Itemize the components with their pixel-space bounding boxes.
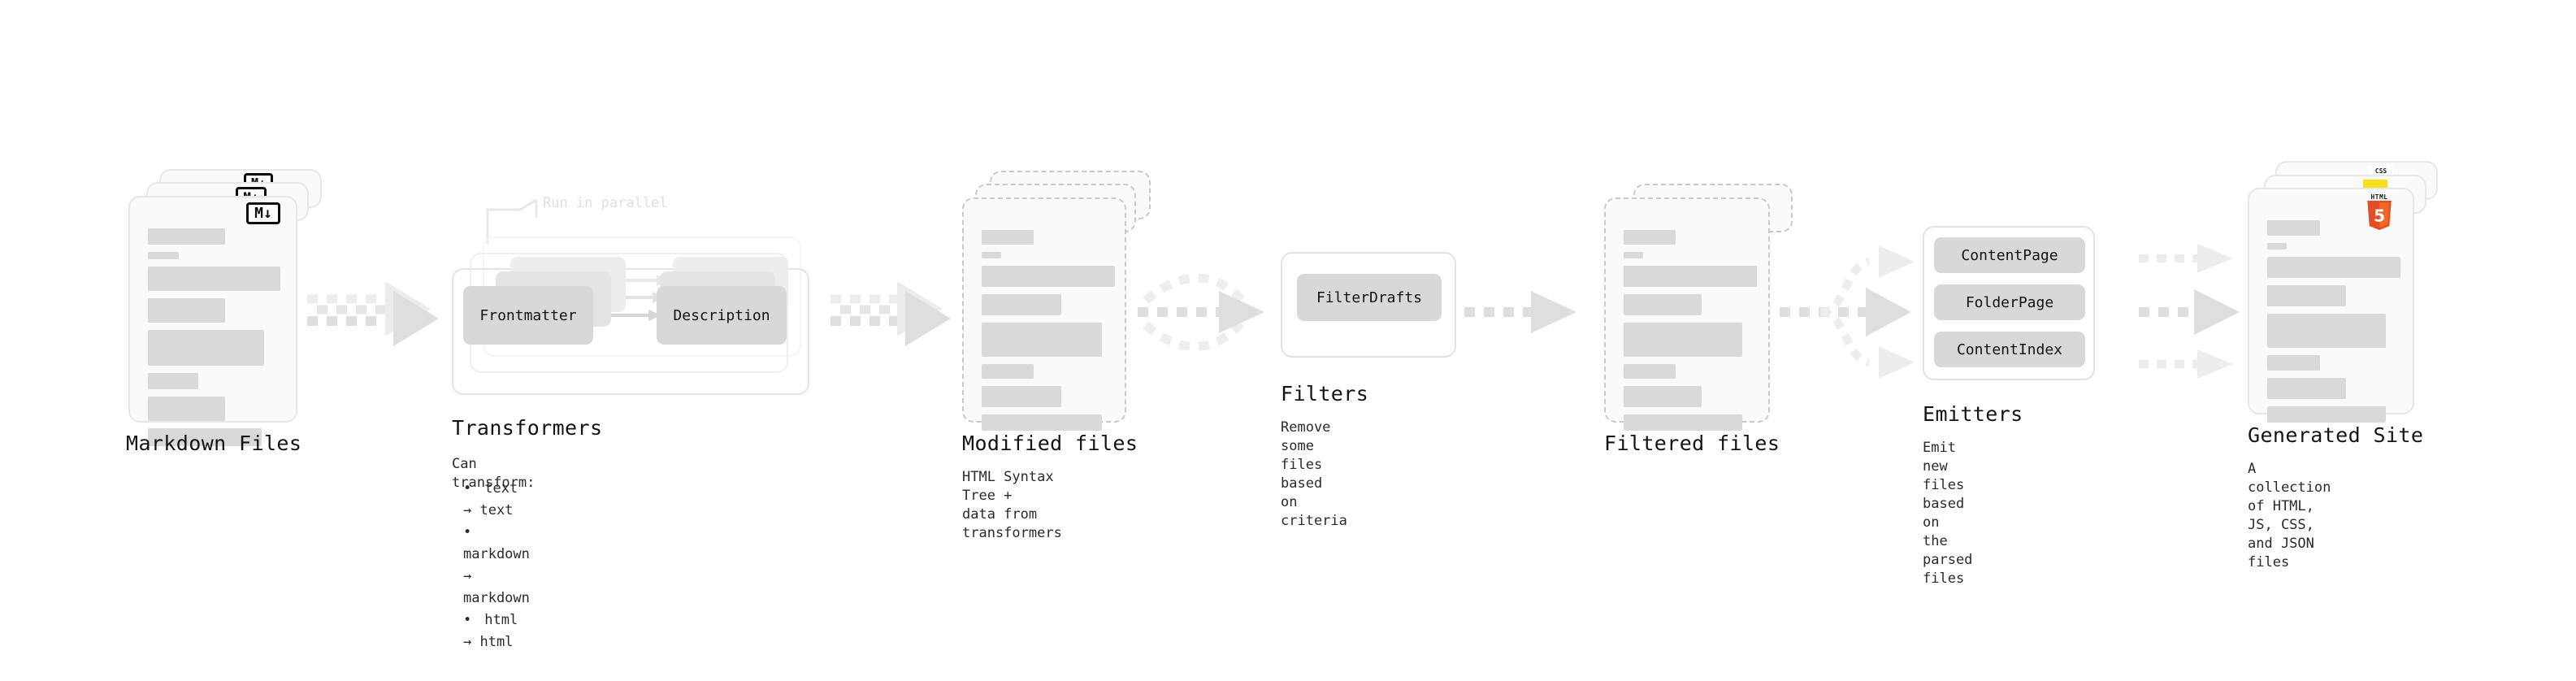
- list-item-label: markdown → markdown: [463, 546, 530, 606]
- bullet-icon: •: [463, 612, 472, 628]
- stage-title-generated-site: Generated Site: [2248, 423, 2424, 447]
- placeholder-bar: [2267, 406, 2386, 423]
- description-chip-label: Description: [673, 306, 770, 324]
- arrow-filtered-to-emitters: [1780, 245, 1915, 379]
- bullet-icon: •: [463, 524, 472, 540]
- placeholder-bar: [2267, 257, 2400, 278]
- placeholder-bar: [148, 228, 225, 245]
- placeholder-bar: [1624, 364, 1676, 379]
- contentindex-chip[interactable]: ContentIndex: [1934, 332, 2085, 367]
- placeholder-bar: [2267, 285, 2346, 306]
- list-item: • markdown → markdown: [463, 522, 530, 609]
- filterdrafts-chip[interactable]: FilterDrafts: [1297, 274, 1442, 321]
- site-sheet-front: [2248, 188, 2414, 423]
- markdown-icon-letter: M: [254, 204, 263, 222]
- placeholder-bar: [2267, 378, 2346, 399]
- placeholder-bar: [982, 252, 1001, 258]
- emitters-subtitle: Emit new files based on the parsed files: [1923, 440, 1973, 587]
- stage-title-filtered-files: Filtered files: [1604, 432, 1780, 455]
- placeholder-bar: [148, 267, 280, 291]
- list-item: • text → text: [463, 478, 530, 522]
- placeholder-bar: [1624, 414, 1742, 431]
- stage-title-transformers: Transformers: [452, 416, 603, 440]
- arrow-filters-to-filtered: [1464, 291, 1576, 333]
- placeholder-bar: [1624, 294, 1702, 315]
- arrow-transformers-to-modified: [830, 281, 951, 346]
- transformer-frame-front: [452, 268, 809, 395]
- list-item-label: text → text: [463, 480, 518, 518]
- stage-title-modified-files: Modified files: [962, 432, 1138, 455]
- placeholder-bar: [1624, 230, 1676, 245]
- filtered-placeholder-lines: [1624, 230, 1757, 438]
- folderpage-chip-label: FolderPage: [1965, 293, 2054, 311]
- site-placeholder-lines: [2267, 220, 2400, 430]
- filtered-sheet-front: [1604, 197, 1770, 431]
- generated-site-subtitle: A collection of HTML, JS, CSS, and JSON …: [2248, 461, 2331, 570]
- arrow-markdown-to-transformers: [307, 281, 439, 346]
- description-chip[interactable]: Description: [657, 286, 787, 345]
- markdown-placeholder-lines: [148, 228, 280, 453]
- placeholder-bar: [982, 230, 1034, 245]
- placeholder-bar: [148, 428, 262, 446]
- filterdrafts-chip-label: FilterDrafts: [1316, 288, 1423, 306]
- svg-text:5: 5: [2374, 206, 2385, 225]
- placeholder-bar: [2267, 314, 2386, 348]
- placeholder-bar: [1624, 252, 1643, 258]
- placeholder-bar: [982, 294, 1061, 315]
- placeholder-bar: [982, 386, 1061, 407]
- arrow-emitters-to-site: [2139, 244, 2240, 379]
- html5-icon-wordmark: HTML: [2370, 193, 2388, 201]
- frontmatter-chip-label: Frontmatter: [479, 306, 577, 324]
- markdown-sheet-front: [128, 196, 297, 446]
- markdown-icon: M ↓: [246, 202, 280, 224]
- modified-sheet-front: [962, 197, 1126, 431]
- transformers-subtitle: Can transform:: [452, 456, 536, 491]
- modified-placeholder-lines: [982, 230, 1115, 438]
- stage-title-markdown-files: Markdown Files: [126, 432, 302, 455]
- list-item: • html → html: [463, 609, 530, 653]
- contentpage-chip[interactable]: ContentPage: [1934, 237, 2085, 273]
- list-item-label: html → html: [463, 612, 518, 650]
- transformers-bullet-list: • text → text • markdown → markdown • ht…: [463, 478, 530, 653]
- placeholder-bar: [982, 364, 1034, 379]
- contentpage-chip-label: ContentPage: [1961, 246, 2058, 264]
- bullet-icon: •: [463, 480, 472, 497]
- stage-title-filters: Filters: [1281, 382, 1369, 406]
- arrow-modified-to-filters: [1138, 273, 1264, 351]
- placeholder-bar: [1624, 386, 1702, 407]
- css-badge-label: CSS: [2374, 167, 2387, 175]
- modified-files-subtitle: HTML Syntax Tree + data from transformer…: [962, 469, 1062, 541]
- contentindex-chip-label: ContentIndex: [1956, 340, 2063, 358]
- placeholder-bar: [982, 323, 1102, 357]
- placeholder-bar: [982, 414, 1102, 431]
- html5-icon: HTML 5: [2363, 193, 2396, 231]
- filters-subtitle: Remove some files based on criteria: [1281, 419, 1347, 529]
- placeholder-bar: [2267, 355, 2320, 371]
- frontmatter-chip[interactable]: Frontmatter: [463, 286, 593, 345]
- placeholder-bar: [1624, 323, 1742, 357]
- html5-shield-shape: 5: [2367, 201, 2392, 230]
- placeholder-bar: [148, 330, 264, 366]
- run-in-parallel-label: Run in parallel: [543, 195, 668, 211]
- placeholder-bar: [1624, 266, 1757, 287]
- placeholder-bar: [982, 266, 1115, 287]
- markdown-icon-arrow: ↓: [263, 204, 272, 222]
- placeholder-bar: [148, 397, 225, 421]
- stage-title-emitters: Emitters: [1923, 402, 2023, 426]
- placeholder-bar: [148, 373, 198, 389]
- placeholder-bar: [148, 252, 179, 259]
- placeholder-bar: [148, 298, 225, 323]
- placeholder-bar: [2267, 220, 2320, 236]
- placeholder-bar: [2267, 243, 2287, 249]
- folderpage-chip[interactable]: FolderPage: [1934, 284, 2085, 320]
